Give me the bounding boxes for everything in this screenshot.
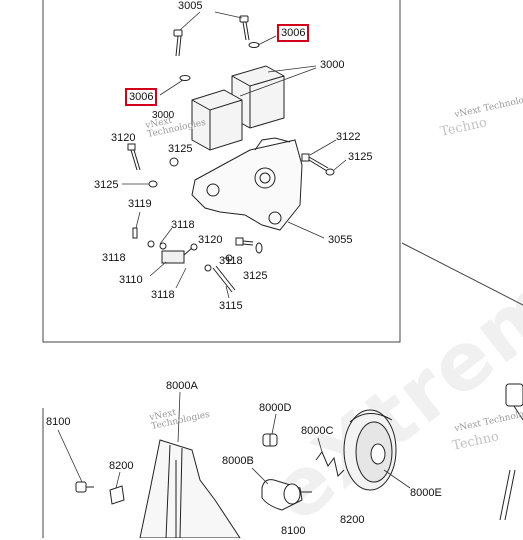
label-3118-a: 3118 (171, 219, 195, 231)
bolt-3120-left (127, 143, 141, 171)
washer-3125-c (325, 168, 335, 176)
bulb-8000B (261, 479, 312, 511)
leader-3006a (257, 35, 277, 46)
clip-8200 (109, 485, 125, 505)
label-3005: 3005 (178, 0, 203, 12)
reflector-8000E (343, 409, 397, 491)
label-3118-c: 3118 (219, 255, 243, 267)
leader-3125c (333, 159, 347, 171)
label-8000E: 8000E (410, 487, 442, 499)
bolt-3122 (301, 153, 329, 172)
label-3125-b: 3125 (94, 179, 119, 191)
clip-3118-b (159, 242, 167, 250)
label-3120-bottom: 3120 (198, 234, 223, 246)
leader-3122 (309, 139, 337, 156)
socket-8000D (262, 433, 278, 447)
leader-3118a (159, 227, 173, 245)
label-8000B: 8000B (222, 455, 254, 467)
label-3125-a: 3125 (168, 143, 193, 155)
leader-8000D (271, 413, 277, 435)
leader-3005 (179, 11, 201, 31)
leader-3000a (267, 65, 317, 73)
top-panel-frame (42, 0, 401, 343)
label-3110: 3110 (119, 274, 143, 286)
label-8000D: 8000D (259, 402, 292, 414)
label-3125-d: 3125 (243, 270, 268, 282)
leader-3115 (225, 285, 230, 299)
label-3115: 3115 (219, 300, 243, 312)
headlight-housing-8000A (139, 439, 241, 538)
leader-8000C (317, 437, 323, 453)
leader-8100a (57, 429, 83, 483)
bolt-3005-left (173, 29, 183, 57)
leader-3000b (239, 67, 317, 97)
bracket-3055 (191, 137, 303, 231)
relay-box-left (191, 89, 243, 151)
label-3118-b: 3118 (102, 252, 126, 264)
label-8100-left: 8100 (46, 416, 71, 428)
leader-3118c (223, 257, 233, 261)
bolt-3120-bottom (235, 237, 254, 246)
label-3118-d: 3118 (151, 289, 175, 301)
leader-8000E (383, 469, 411, 489)
leader-8000A (177, 391, 181, 443)
right-panel-edge (401, 242, 523, 306)
label-8200-left: 8200 (109, 460, 134, 472)
connector-3115 (204, 264, 236, 293)
label-3120-top: 3120 (111, 132, 136, 144)
leader-3119 (135, 211, 141, 229)
washer-3125-d (255, 242, 263, 254)
washer-3125-a (169, 157, 179, 167)
washer-3125-b (148, 180, 158, 188)
switch-3110 (161, 243, 198, 264)
leader-3118d (175, 267, 187, 289)
label-8100-bottom: 8100 (281, 525, 306, 537)
washer-3006-left (179, 75, 191, 81)
washer-3006-right (248, 42, 260, 48)
label-3119: 3119 (128, 198, 152, 210)
leader-3006b (159, 79, 184, 96)
label-3055: 3055 (328, 234, 353, 246)
leader-8200a (115, 471, 121, 489)
highlight-3006-top[interactable]: 3006 (277, 24, 310, 42)
label-3125-c: 3125 (348, 151, 373, 163)
label-3000-small: 3000 (152, 110, 175, 121)
grommet-8100 (75, 481, 94, 493)
clip-3118-a (147, 240, 155, 248)
bolt-3005-right (239, 15, 250, 41)
pin-3119 (132, 227, 138, 239)
label-3122: 3122 (336, 131, 361, 143)
leader-8000B (251, 467, 269, 485)
label-8200-bottom: 8200 (340, 514, 365, 526)
leader-3005b (214, 11, 243, 19)
leader-3110 (149, 261, 167, 277)
leader-3055 (287, 221, 325, 239)
label-3000: 3000 (320, 59, 345, 71)
highlight-3006-left[interactable]: 3006 (125, 88, 158, 106)
label-8000A: 8000A (166, 380, 198, 392)
partial-part-right (499, 383, 523, 521)
spring-clip-8000C (315, 451, 345, 477)
label-8000C: 8000C (301, 425, 334, 437)
